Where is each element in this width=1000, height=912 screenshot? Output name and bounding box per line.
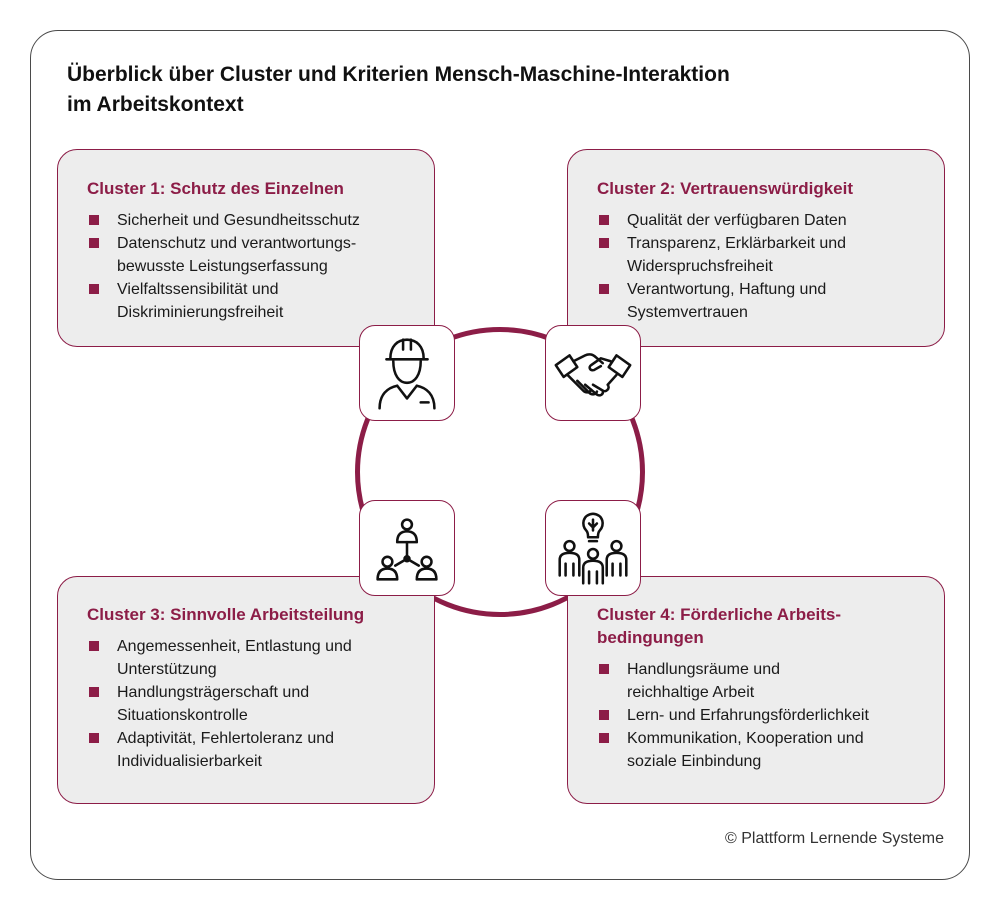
list-item: Datenschutz und verantwortungs- bewusste… xyxy=(87,232,414,278)
list-item: Transparenz, Erklärbarkeit und Widerspru… xyxy=(597,232,924,278)
list-item: Vielfaltssensibilität und Diskriminierun… xyxy=(87,278,414,324)
list-item-line: Transparenz, Erklärbarkeit und xyxy=(627,235,847,252)
title-line-1: Überblick über Cluster und Kriterien Men… xyxy=(67,63,730,86)
cluster-2-heading: Cluster 2: Vertrauenswürdigkeit xyxy=(597,179,854,198)
list-item-line: reichhaltige Arbeit xyxy=(627,684,755,701)
list-item: Qualität der verfügbaren Daten xyxy=(597,209,924,232)
title-line-2: im Arbeitskontext xyxy=(67,93,244,116)
list-item: Handlungsträgerschaft und Situationskont… xyxy=(87,681,414,727)
cluster-4-box: Cluster 4: Förderliche Arbeits-bedingung… xyxy=(567,576,945,804)
cluster-3-box: Cluster 3: Sinnvolle Arbeitsteilung Ange… xyxy=(57,576,435,804)
cluster-1-heading: Cluster 1: Schutz des Einzelnen xyxy=(87,179,344,198)
list-item-line: bewusste Leistungserfassung xyxy=(117,258,328,275)
list-item: Angemessenheit, Entlastung und Unterstüt… xyxy=(87,635,414,681)
list-item-line: Vielfaltssensibilität und xyxy=(117,281,279,298)
cluster-2-list: Qualität der verfügbaren Daten Transpare… xyxy=(597,209,924,324)
list-item: Lern- und Erfahrungsförderlichkeit xyxy=(597,704,924,727)
list-item-line: Qualität der verfügbaren Daten xyxy=(627,212,847,229)
cluster-4-heading: Cluster 4: Förderliche Arbeits-bedingung… xyxy=(597,605,842,647)
copyright-notice: © Plattform Lernende Systeme xyxy=(725,830,944,847)
list-item-line: Verantwortung, Haftung und xyxy=(627,281,827,298)
cluster-1-list: Sicherheit und Gesundheitsschutz Datensc… xyxy=(87,209,414,324)
list-item-line: Sicherheit und Gesundheitsschutz xyxy=(117,212,360,229)
list-item-line: Systemvertrauen xyxy=(627,304,748,321)
worker-helmet-icon xyxy=(359,325,455,421)
connecting-ring xyxy=(355,327,645,617)
diagram-title: Überblick über Cluster und Kriterien Men… xyxy=(67,60,827,120)
list-item-line: Handlungsräume und xyxy=(627,661,780,678)
list-item: Kommunikation, Kooperation und soziale E… xyxy=(597,727,924,773)
cluster-3-heading: Cluster 3: Sinnvolle Arbeitsteilung xyxy=(87,605,365,624)
hierarchy-icon xyxy=(359,500,455,596)
list-item-line: Diskriminierungsfreiheit xyxy=(117,304,284,321)
list-item-line: Widerspruchsfreiheit xyxy=(627,258,773,275)
cluster-1-box: Cluster 1: Schutz des Einzelnen Sicherhe… xyxy=(57,149,435,347)
list-item: Verantwortung, Haftung und Systemvertrau… xyxy=(597,278,924,324)
cluster-4-list: Handlungsräume und reichhaltige Arbeit L… xyxy=(597,658,924,773)
list-item-line: Lern- und Erfahrungsförderlichkeit xyxy=(627,707,869,724)
list-item-line: Angemessenheit, Entlastung und xyxy=(117,638,352,655)
handshake-icon xyxy=(545,325,641,421)
list-item: Adaptivität, Fehlertoleranz und Individu… xyxy=(87,727,414,773)
list-item-line: Handlungsträgerschaft und xyxy=(117,684,310,701)
cluster-2-box: Cluster 2: Vertrauenswürdigkeit Qualität… xyxy=(567,149,945,347)
list-item-line: Unterstützung xyxy=(117,661,217,678)
list-item-line: soziale Einbindung xyxy=(627,753,762,770)
list-item: Handlungsräume und reichhaltige Arbeit xyxy=(597,658,924,704)
list-item-line: Kommunikation, Kooperation und xyxy=(627,730,864,747)
list-item-line: Adaptivität, Fehlertoleranz und xyxy=(117,730,335,747)
team-idea-icon xyxy=(545,500,641,596)
list-item-line: Individualisierbarkeit xyxy=(117,753,262,770)
list-item: Sicherheit und Gesundheitsschutz xyxy=(87,209,414,232)
list-item-line: Datenschutz und verantwortungs- xyxy=(117,235,357,252)
list-item-line: Situationskontrolle xyxy=(117,707,248,724)
cluster-3-list: Angemessenheit, Entlastung und Unterstüt… xyxy=(87,635,414,773)
